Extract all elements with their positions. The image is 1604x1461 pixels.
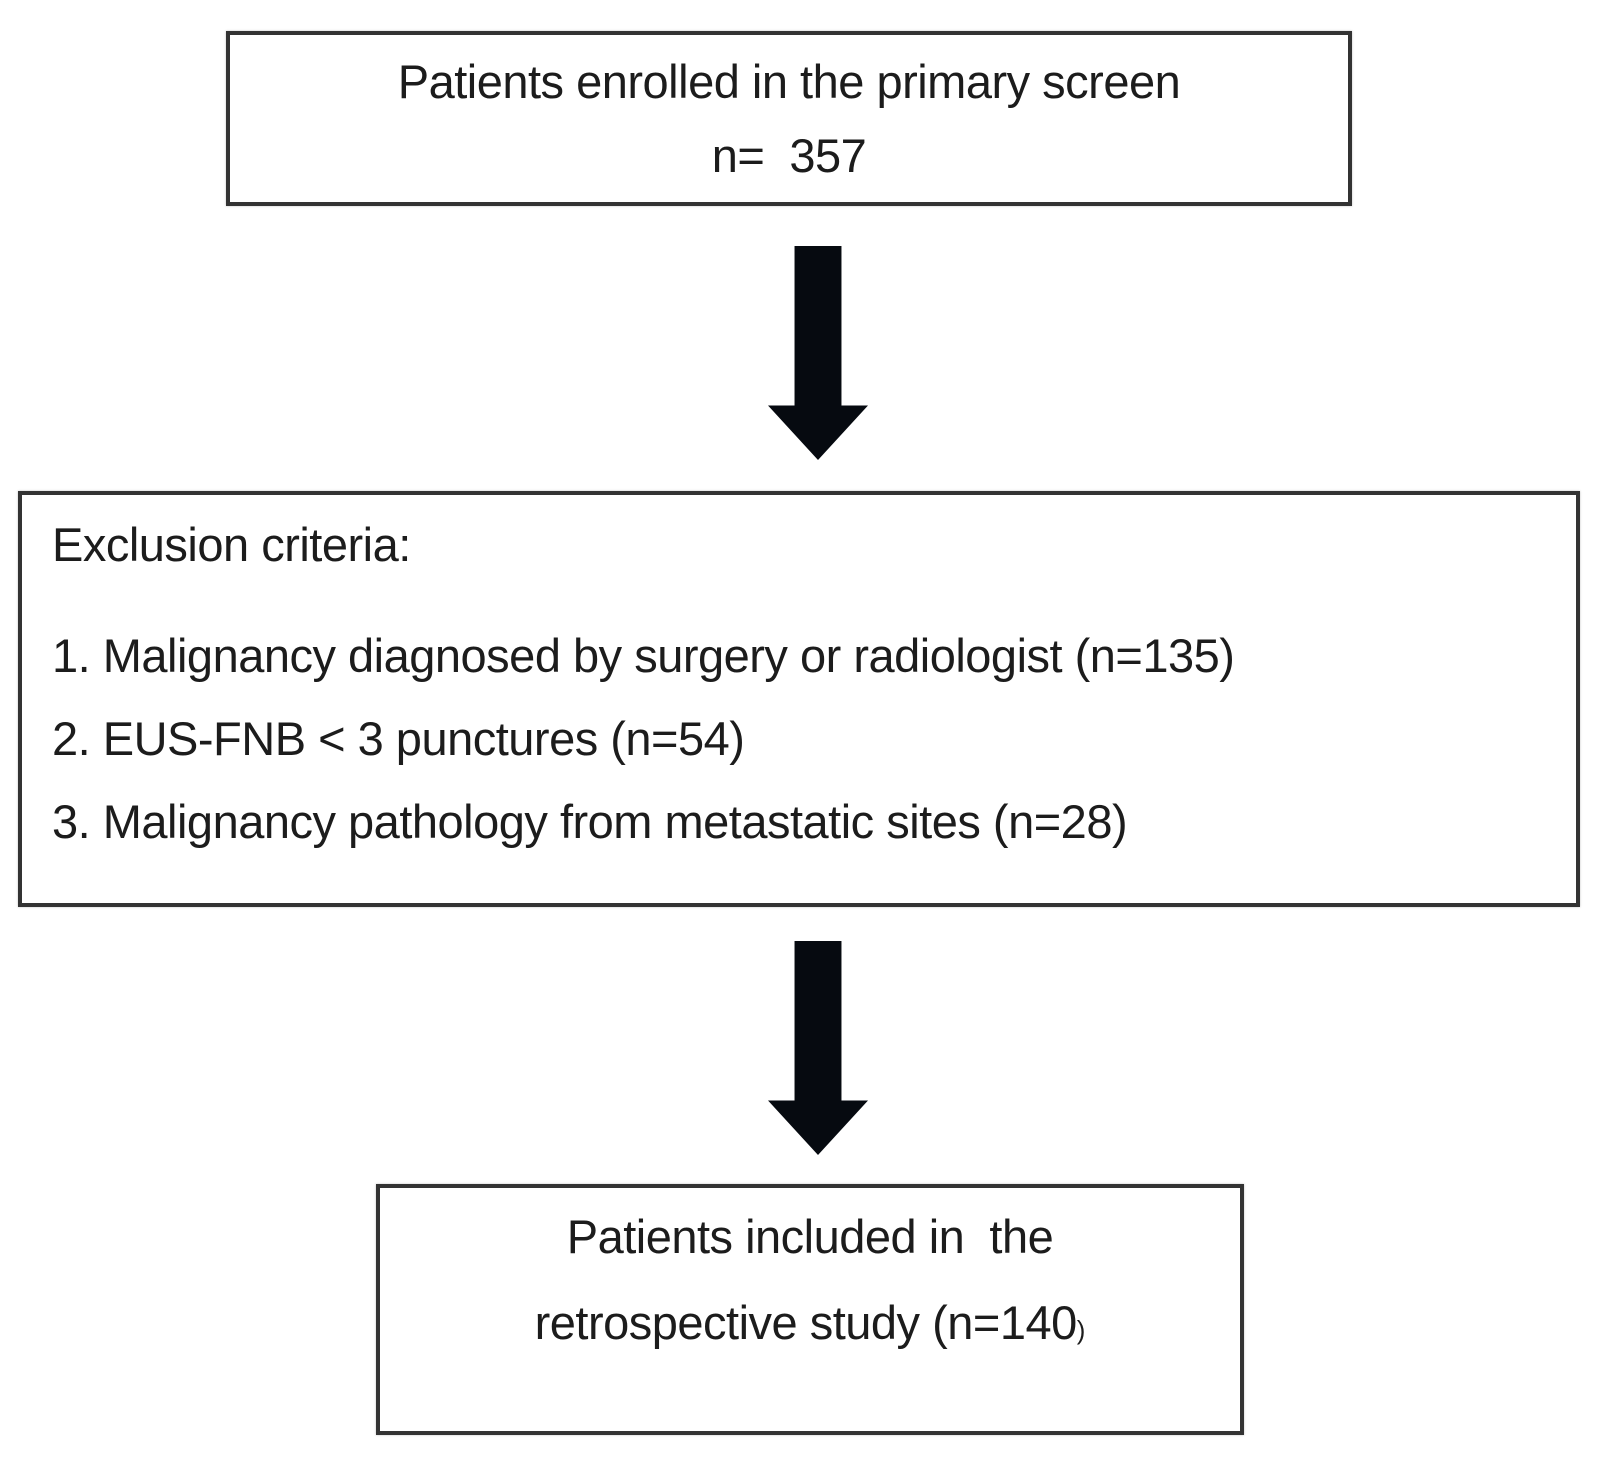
exclusion-box-content: Exclusion criteria: 1. Malignancy diagno…	[22, 495, 1576, 851]
included-box-closing-paren: )	[1076, 1316, 1086, 1345]
included-box-line2-text: retrospective study (n=140	[534, 1295, 1078, 1349]
exclusion-box: Exclusion criteria: 1. Malignancy diagno…	[18, 491, 1580, 907]
included-box-line1: Patients included in the	[566, 1209, 1054, 1263]
included-box: Patients included in the retrospective s…	[376, 1184, 1244, 1435]
enrolled-box: Patients enrolled in the primary screen …	[226, 31, 1352, 206]
exclusion-item-3: 3. Malignancy pathology from metastatic …	[52, 795, 1128, 848]
enrolled-box-line1: Patients enrolled in the primary screen	[397, 54, 1181, 108]
down-arrow-icon	[768, 941, 868, 1155]
included-box-line2: retrospective study (n=140)	[535, 1280, 1086, 1374]
exclusion-item-2: 2. EUS-FNB < 3 punctures (n=54)	[52, 712, 745, 765]
enrolled-box-count: n= 357	[711, 128, 867, 182]
exclusion-item-1: 1. Malignancy diagnosed by surgery or ra…	[52, 629, 1235, 682]
exclusion-heading: Exclusion criteria:	[52, 518, 411, 571]
down-arrow-icon	[768, 246, 868, 460]
